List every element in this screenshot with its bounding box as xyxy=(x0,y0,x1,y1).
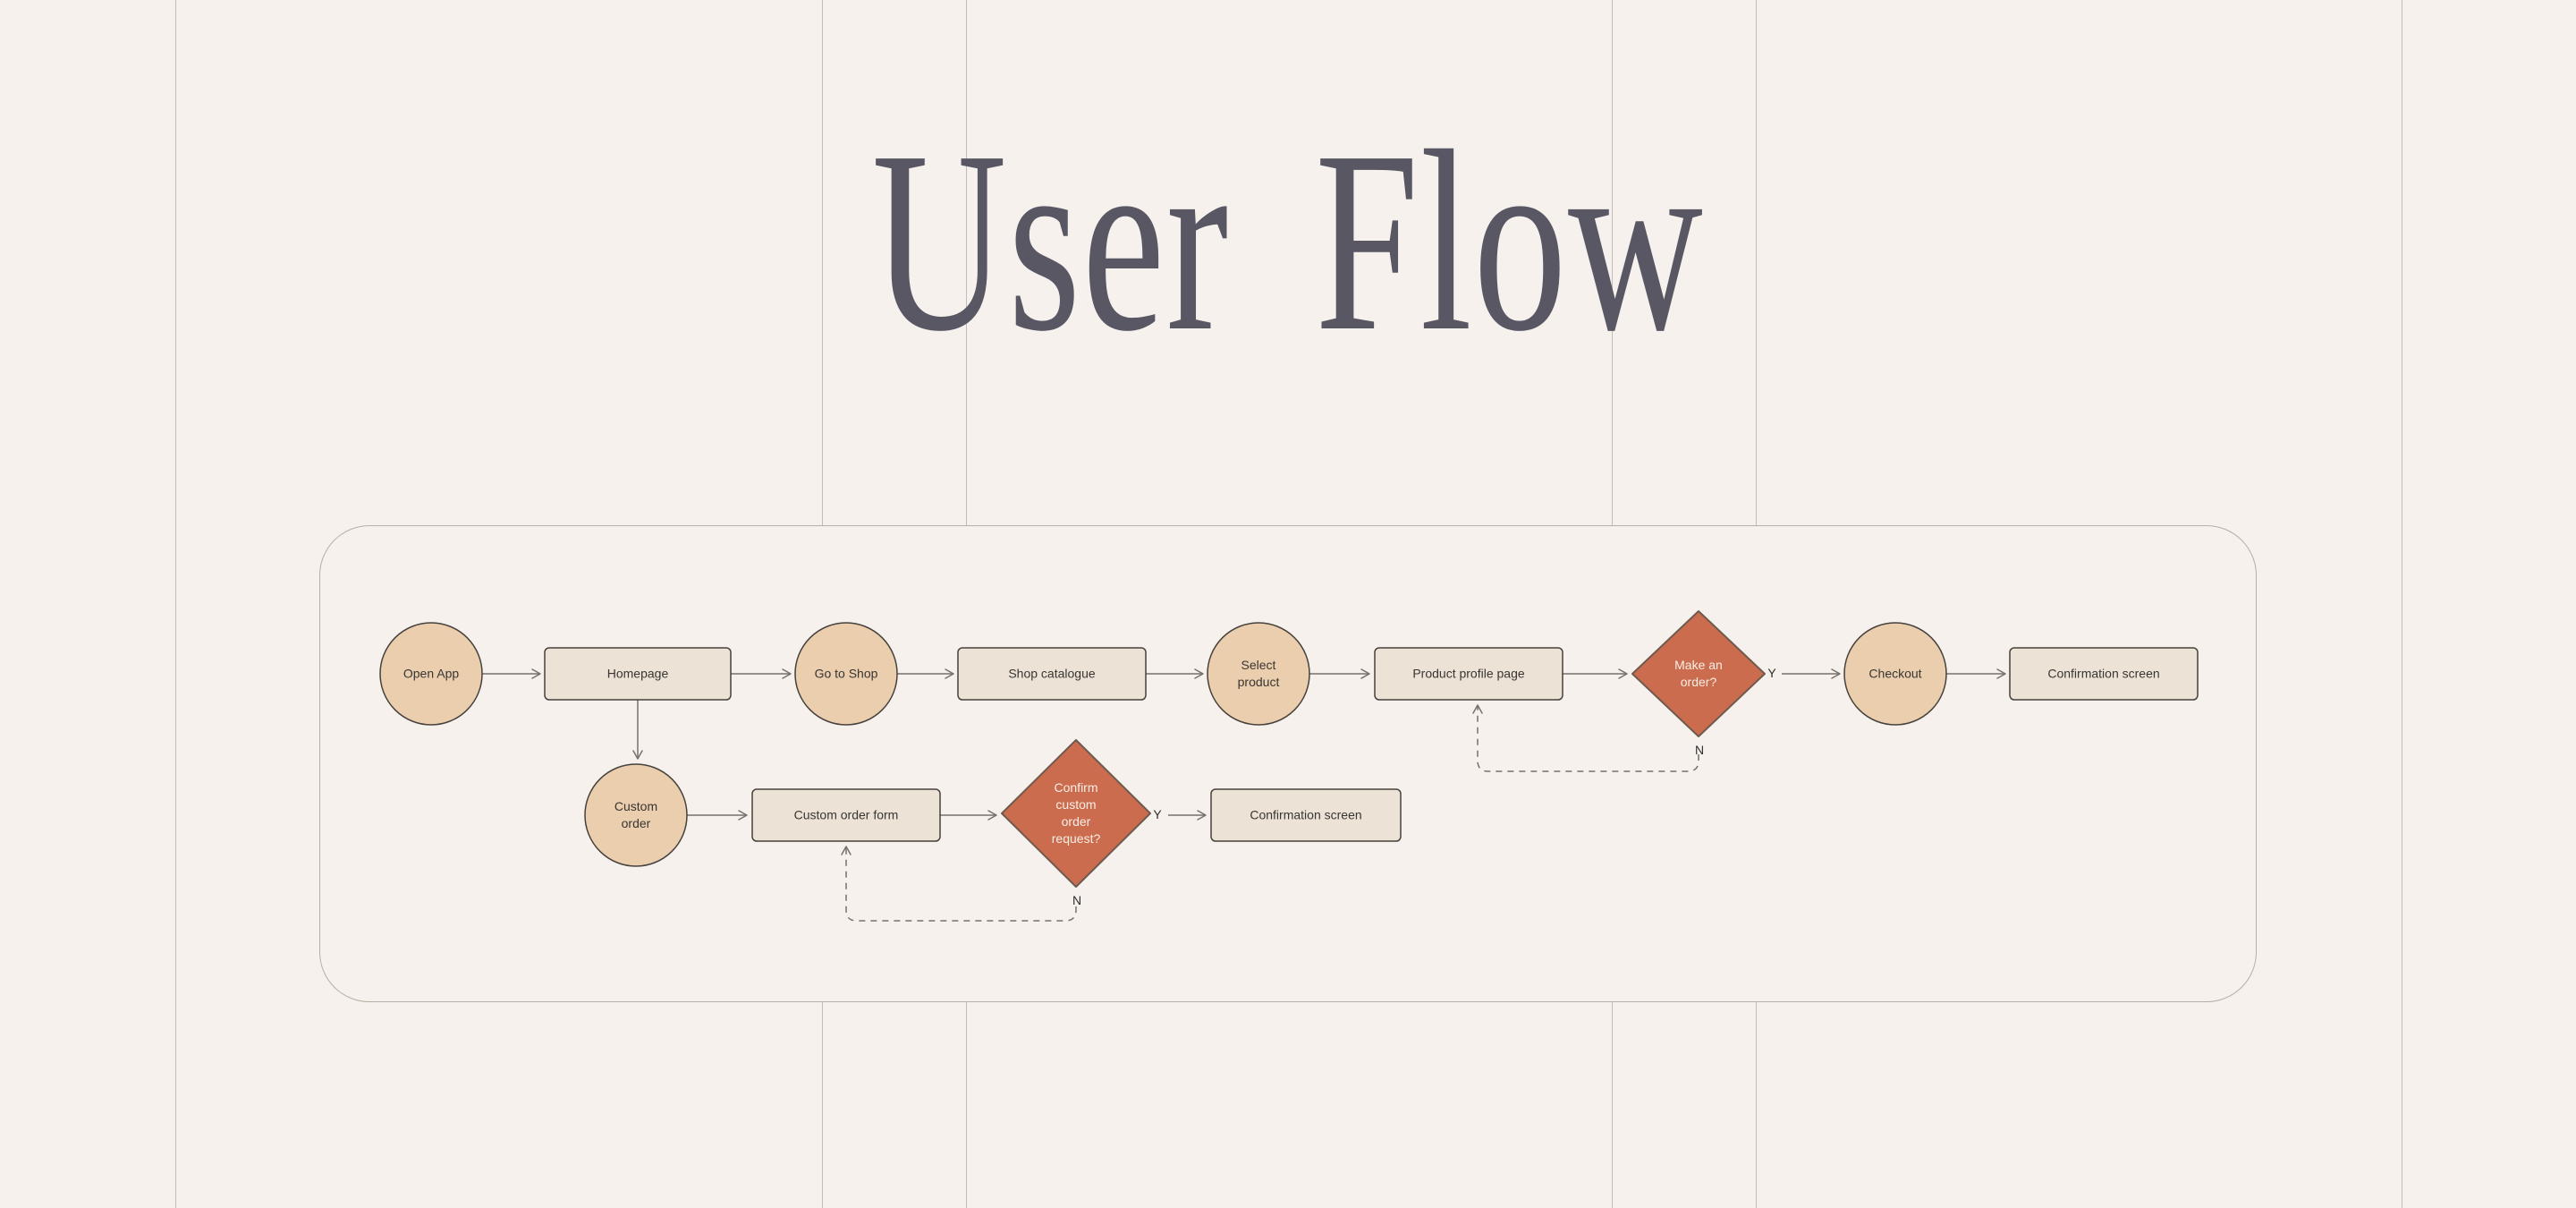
page-title: User Flow xyxy=(871,98,1705,385)
grid-line xyxy=(175,0,176,1208)
flow-panel xyxy=(319,525,2257,1002)
